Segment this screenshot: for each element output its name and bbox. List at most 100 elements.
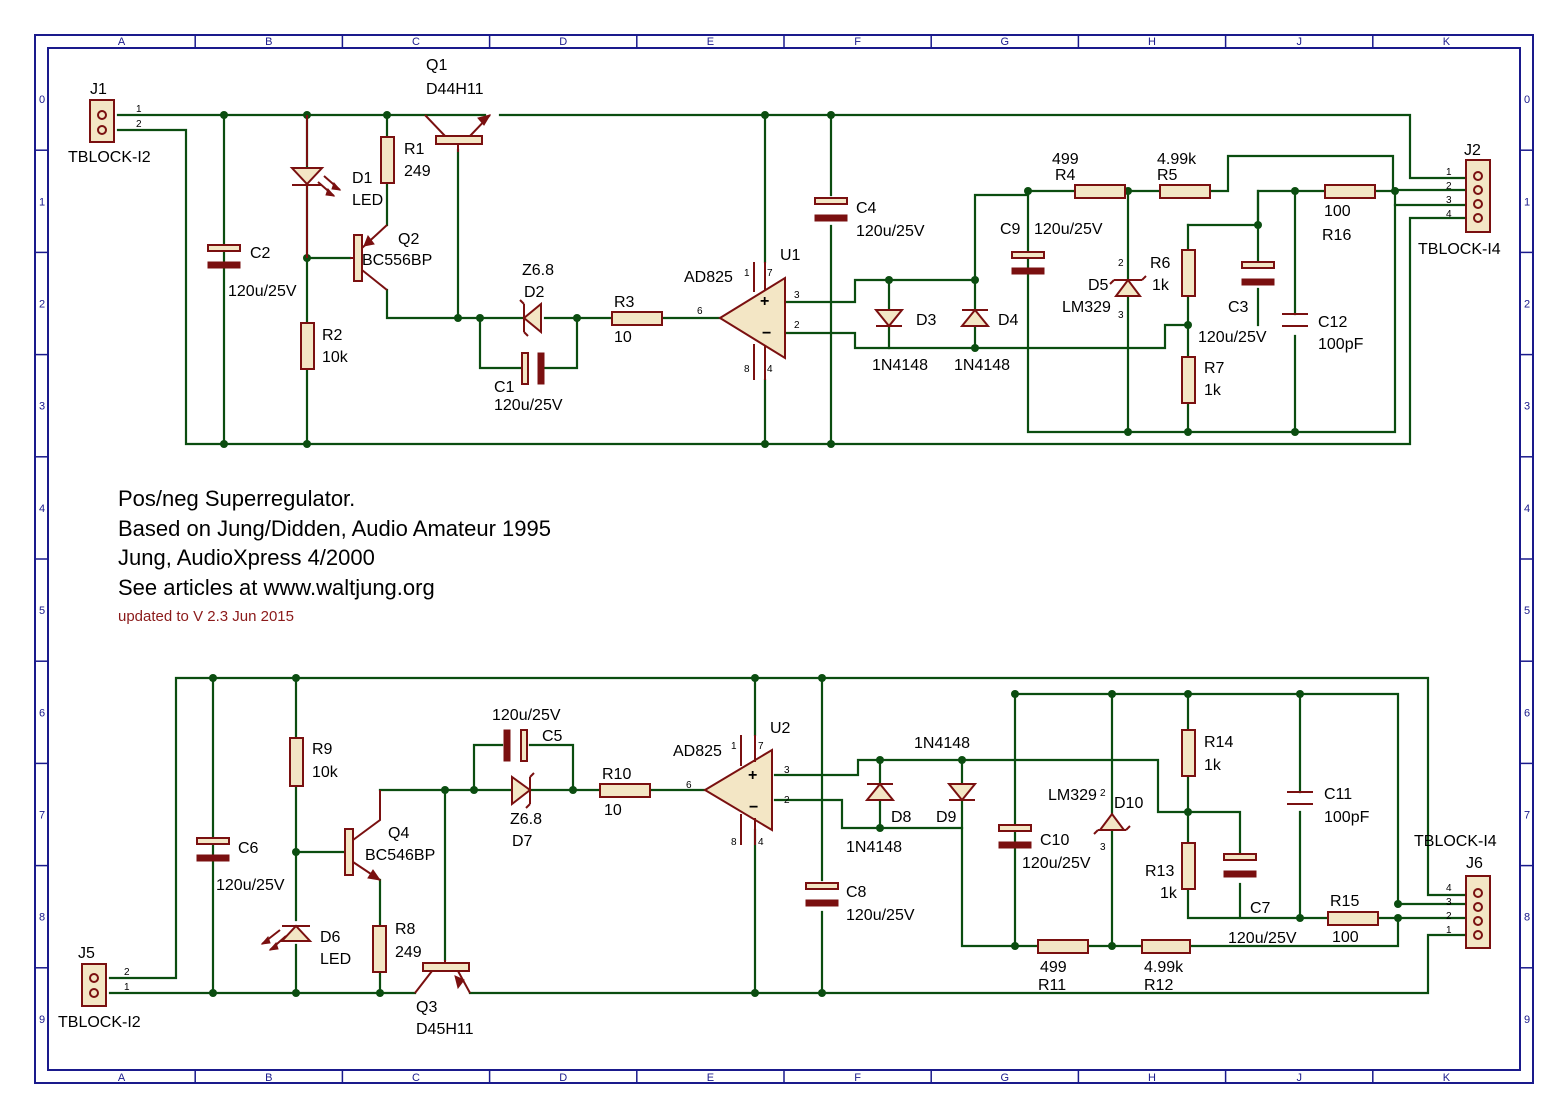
c2-value: 120u/25V bbox=[228, 283, 297, 300]
zone-col-label: H bbox=[1148, 1072, 1156, 1084]
capacitor-c8: C8 120u/25V bbox=[805, 882, 915, 924]
zone-col-label: B bbox=[265, 36, 272, 48]
resistor-r14: R14 1k bbox=[1181, 729, 1233, 777]
r10-ref: R10 bbox=[602, 766, 631, 783]
zone-col-label: G bbox=[1001, 36, 1010, 48]
c3-ref: C3 bbox=[1228, 299, 1249, 316]
svg-text:−: − bbox=[762, 325, 771, 342]
j2-pin4: 4 bbox=[1446, 209, 1452, 220]
zone-col-label: C bbox=[412, 36, 420, 48]
zone-row-label: 9 bbox=[39, 1014, 45, 1026]
j5-pin1: 1 bbox=[124, 982, 130, 993]
r14-ref: R14 bbox=[1204, 734, 1233, 751]
notes-block: Pos/neg Superregulator. Based on Jung/Di… bbox=[118, 486, 551, 625]
reference-d5: D5 LM329 2 3 bbox=[1062, 258, 1147, 321]
j6-pin1: 1 bbox=[1446, 925, 1452, 936]
d1-value: LED bbox=[352, 192, 383, 209]
d8-value: 1N4148 bbox=[846, 839, 902, 856]
r2-value: 10k bbox=[322, 349, 349, 366]
j1-ref: J1 bbox=[90, 81, 107, 98]
c7-ref: C7 bbox=[1250, 900, 1271, 917]
j2-pin2: 2 bbox=[1446, 181, 1452, 192]
zone-col-label: E bbox=[707, 36, 714, 48]
d2-ref: D2 bbox=[524, 284, 545, 301]
d5-pin2: 2 bbox=[1118, 258, 1124, 269]
d8-ref: D8 bbox=[891, 809, 912, 826]
c4-ref: C4 bbox=[856, 200, 877, 217]
r2-ref: R2 bbox=[322, 327, 343, 344]
r5-ref: R5 bbox=[1157, 167, 1178, 184]
j2-pin3: 3 bbox=[1446, 195, 1452, 206]
d6-ref: D6 bbox=[320, 929, 341, 946]
opamp-u2: + − AD825 U2 1 7 3 6 2 8 4 bbox=[673, 720, 791, 848]
zone-row-label: 5 bbox=[1524, 605, 1530, 617]
zone-row-label: 7 bbox=[1524, 810, 1530, 822]
capacitor-c2: C2 120u/25V bbox=[207, 244, 297, 300]
svg-text:+: + bbox=[748, 767, 757, 784]
d3-value: 1N4148 bbox=[872, 357, 928, 374]
r4-ref: R4 bbox=[1055, 167, 1076, 184]
zone-row-label: 4 bbox=[1524, 503, 1530, 515]
r8-ref: R8 bbox=[395, 921, 416, 938]
resistor-r13: R13 1k bbox=[1145, 842, 1196, 902]
r1-value: 249 bbox=[404, 163, 431, 180]
r13-value: 1k bbox=[1160, 885, 1178, 902]
opamp-u1: + − AD825 U1 7 1 3 6 2 8 4 bbox=[684, 247, 801, 380]
d4-value: 1N4148 bbox=[954, 357, 1010, 374]
d10-pin3: 3 bbox=[1100, 842, 1106, 853]
zone-row-label: 3 bbox=[1524, 401, 1530, 413]
r9-value: 10k bbox=[312, 764, 339, 781]
zone-col-label: J bbox=[1296, 1072, 1302, 1084]
d7-value: Z6.8 bbox=[510, 811, 542, 828]
zone-col-label: C bbox=[412, 1072, 420, 1084]
zone-col-label: H bbox=[1148, 36, 1156, 48]
c12-value: 100pF bbox=[1318, 336, 1364, 353]
u1-value: AD825 bbox=[684, 269, 733, 286]
transistor-q3: Q3 D45H11 bbox=[414, 960, 474, 1038]
zener-d2: Z6.8 D2 bbox=[519, 262, 554, 337]
zone-row-label: 8 bbox=[39, 912, 45, 924]
capacitor-c10: C10 120u/25V bbox=[998, 824, 1091, 872]
d6-value: LED bbox=[320, 951, 351, 968]
resistor-r8: R8 249 bbox=[372, 921, 422, 973]
c5-value: 120u/25V bbox=[492, 707, 561, 724]
d4-ref: D4 bbox=[998, 312, 1019, 329]
connector-j1: J1 TBLOCK-I2 1 2 bbox=[68, 81, 151, 166]
r12-ref: R12 bbox=[1144, 977, 1173, 994]
zone-col-label: J bbox=[1296, 36, 1302, 48]
j2-value: TBLOCK-I4 bbox=[1418, 241, 1501, 258]
zone-col-label: K bbox=[1443, 1072, 1451, 1084]
transistor-q2: Q2 BC556BP bbox=[350, 224, 432, 291]
d7-ref: D7 bbox=[512, 833, 533, 850]
r11-ref: R11 bbox=[1038, 977, 1066, 994]
resistor-r15: R15 100 bbox=[1327, 893, 1379, 946]
q2-value: BC556BP bbox=[362, 252, 432, 269]
c7-value: 120u/25V bbox=[1228, 930, 1297, 947]
r3-value: 10 bbox=[614, 329, 632, 346]
d5-ref: D5 bbox=[1088, 277, 1109, 294]
c10-ref: C10 bbox=[1040, 832, 1069, 849]
note-update: updated to V 2.3 Jun 2015 bbox=[118, 608, 294, 625]
c11-ref: C11 bbox=[1324, 786, 1352, 803]
zone-row-label: 2 bbox=[1524, 299, 1530, 311]
transistor-q1: Q1 D44H11 bbox=[424, 57, 492, 152]
u1-pin7: 7 bbox=[767, 268, 773, 279]
zone-row-label: 5 bbox=[39, 605, 45, 617]
u1-pin6: 6 bbox=[697, 306, 703, 317]
q3-ref: Q3 bbox=[416, 999, 437, 1016]
junction-dots bbox=[209, 111, 1402, 997]
diode-d4: D4 1N4148 bbox=[954, 308, 1019, 374]
zone-row-label: 2 bbox=[39, 299, 45, 311]
r15-ref: R15 bbox=[1330, 893, 1359, 910]
r10-value: 10 bbox=[604, 802, 622, 819]
note-line-4: See articles at www.waltjung.org bbox=[118, 575, 435, 600]
d10-value: LM329 bbox=[1048, 787, 1097, 804]
resistor-r6: R6 1k bbox=[1150, 249, 1196, 297]
zone-col-label: A bbox=[118, 1072, 126, 1084]
q3-value: D45H11 bbox=[416, 1021, 474, 1038]
d10-ref: D10 bbox=[1114, 795, 1143, 812]
c11-value: 100pF bbox=[1324, 809, 1370, 826]
resistor-r3: R3 10 bbox=[611, 294, 663, 346]
capacitor-c3: C3 120u/25V bbox=[1198, 261, 1275, 346]
